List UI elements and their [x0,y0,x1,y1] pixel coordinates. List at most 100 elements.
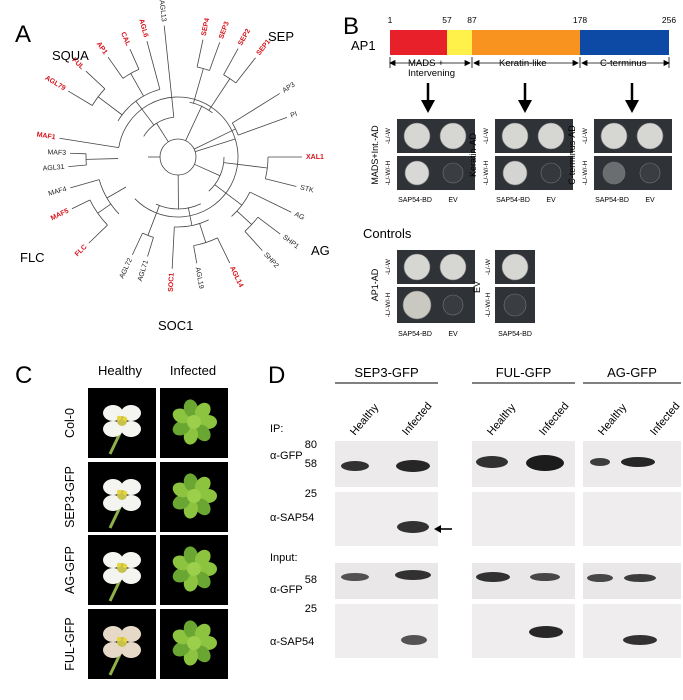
tree-leaf-agl79: AGL79 [44,75,67,93]
input-asap54-label: α-SAP54 [270,636,314,648]
controls-title: Controls [363,226,412,241]
control-ap1-colony-bd-lw [403,253,431,281]
tree-leaf-ag: AG [293,211,305,222]
band-ip-gfp-sep3-infected [396,460,430,472]
blot-group-1: FUL-GFP [496,365,552,380]
tree-leaf-sep3: SEP3 [218,21,231,40]
tree-leaf-maf3: MAF3 [47,149,66,157]
band-input-sap54-sep3-infected [401,635,427,645]
control-ap1-bd-label: SAP54-BD [398,331,432,338]
infected-flower-0 [172,399,217,445]
tree-leaf-soc1: SOC1 [168,273,176,293]
panel-a: A AGL13AGL6CALAP1FULAGL79MAF1MAF3AGL31MA… [15,0,330,333]
lane-label-2-0: Healthy [596,401,629,438]
group-label-sep: SEP [268,29,294,44]
blot-strip-2-3 [583,604,681,658]
control-ap1-colony-ev-lw [439,253,467,281]
media-lwh-label-1: -L/-W/-H [483,160,490,185]
control-ap1-colony-ev-lwh [442,294,464,316]
control-ev-media-lw: -L/-W [485,258,492,275]
colony-bd-lwh-2 [602,161,626,185]
colony-ev-lwh-1 [540,162,562,184]
media-lw-label-2: -L/-W [582,127,589,144]
colony-bd-lw-2 [600,122,628,150]
tree-leaf-xal1: XAL1 [306,154,324,161]
blot-strip-2-1 [583,492,681,546]
band-ip-gfp-ag-healthy [590,458,610,466]
col-label-healthy: Healthy [98,363,143,378]
tree-leaf-ap3: AP3 [281,82,296,95]
control-ev-media-lwh: -L/-W/-H [485,292,492,317]
control-ap1-colony-bd-lwh [402,290,432,320]
panel-b: B AP1 1 57 87 178 256 MADS +Intervening … [343,13,676,338]
band-input-gfp-ag-healthy [587,574,613,582]
ad-label-0: MADS+Int.-AD [370,125,380,185]
infected-flower-2 [172,546,217,592]
panel-b-letter: B [343,13,359,40]
col-bd-label-0: SAP54-BD [398,197,432,204]
blot-strip-0-2 [335,563,438,599]
tree-leaf-stk: STK [299,184,314,194]
domain-label-keratin: Keratin-like [499,58,547,69]
tree-leaf-flc: FLC [74,244,89,258]
tree-leaf-agl31: AGL31 [42,164,64,173]
marker-58-ip: 58 [305,458,317,470]
domain-cterminus [580,30,669,55]
ip-asap54-label: α-SAP54 [270,512,314,524]
marker-80: 80 [305,439,317,451]
band-input-gfp-ful-healthy [476,572,510,582]
row-label-0: Col-0 [63,408,77,438]
panel-a-letter: A [15,21,31,48]
down-arrows [421,83,639,113]
lane-label-0-0: Healthy [348,401,381,438]
ad-label-2: C-terminus-AD [567,125,577,185]
tree-leaf-agl19: AGL19 [194,267,205,290]
marker-25-ip: 25 [305,488,317,500]
band-ip-gfp-ag-infected [621,457,655,467]
input-label: Input: [270,552,298,564]
domain-intervening [447,30,472,55]
blot-strip-1-1 [472,492,575,546]
healthy-flower-2 [103,552,141,602]
panel-c-letter: C [15,362,32,389]
tree-leaf-agl14: AGL14 [228,265,244,288]
group-label-squa: SQUA [52,48,89,63]
tree-leaf-agl13: AGL13 [158,0,167,22]
row-label-1: SEP3-GFP [63,466,77,528]
col-bd-label-2: SAP54-BD [595,197,629,204]
band-ip-sap54-sep3-infected [397,521,429,533]
colony-bd-lwh-0 [404,160,430,186]
panel-c: C Healthy Infected Col-0SEP3-GFPAG-GFPFU… [15,362,228,679]
tree-leaf-agl6: AGL6 [137,18,149,38]
protein-name: AP1 [351,38,376,53]
blot-strip-0-1 [335,492,438,546]
domain-label-mads: MADS +Intervening [408,58,455,79]
marker-25-input: 25 [305,603,317,615]
lane-label-1-1: Infected [537,400,571,438]
band-ip-gfp-ful-infected [526,455,564,471]
row-label-2: AG-GFP [63,546,77,594]
control-ev-bd-label: SAP54-BD [498,331,532,338]
band-ip-gfp-sep3-healthy [341,461,369,471]
position-label-1: 1 [388,15,393,25]
control-ap1-media-lw: -L/-W [385,258,392,275]
position-label-57: 57 [442,15,452,25]
col-label-infected: Infected [170,363,216,378]
tree-leaf-sep2: SEP2 [237,28,252,47]
control-ev-label: EV [472,281,482,293]
domain-mads [390,30,447,55]
panel-d-letter: D [268,362,285,389]
col-ev-label-0: EV [448,197,458,204]
position-label-256: 256 [662,15,676,25]
colony-ev-lw-1 [537,122,565,150]
marker-58-input: 58 [305,574,317,586]
infected-flower-3 [172,620,217,666]
infected-flower-1 [172,473,217,519]
lane-label-1-0: Healthy [485,401,518,438]
position-label-178: 178 [573,15,587,25]
input-agfp-label: α-GFP [270,584,303,596]
domain-span-arrows [389,57,670,68]
